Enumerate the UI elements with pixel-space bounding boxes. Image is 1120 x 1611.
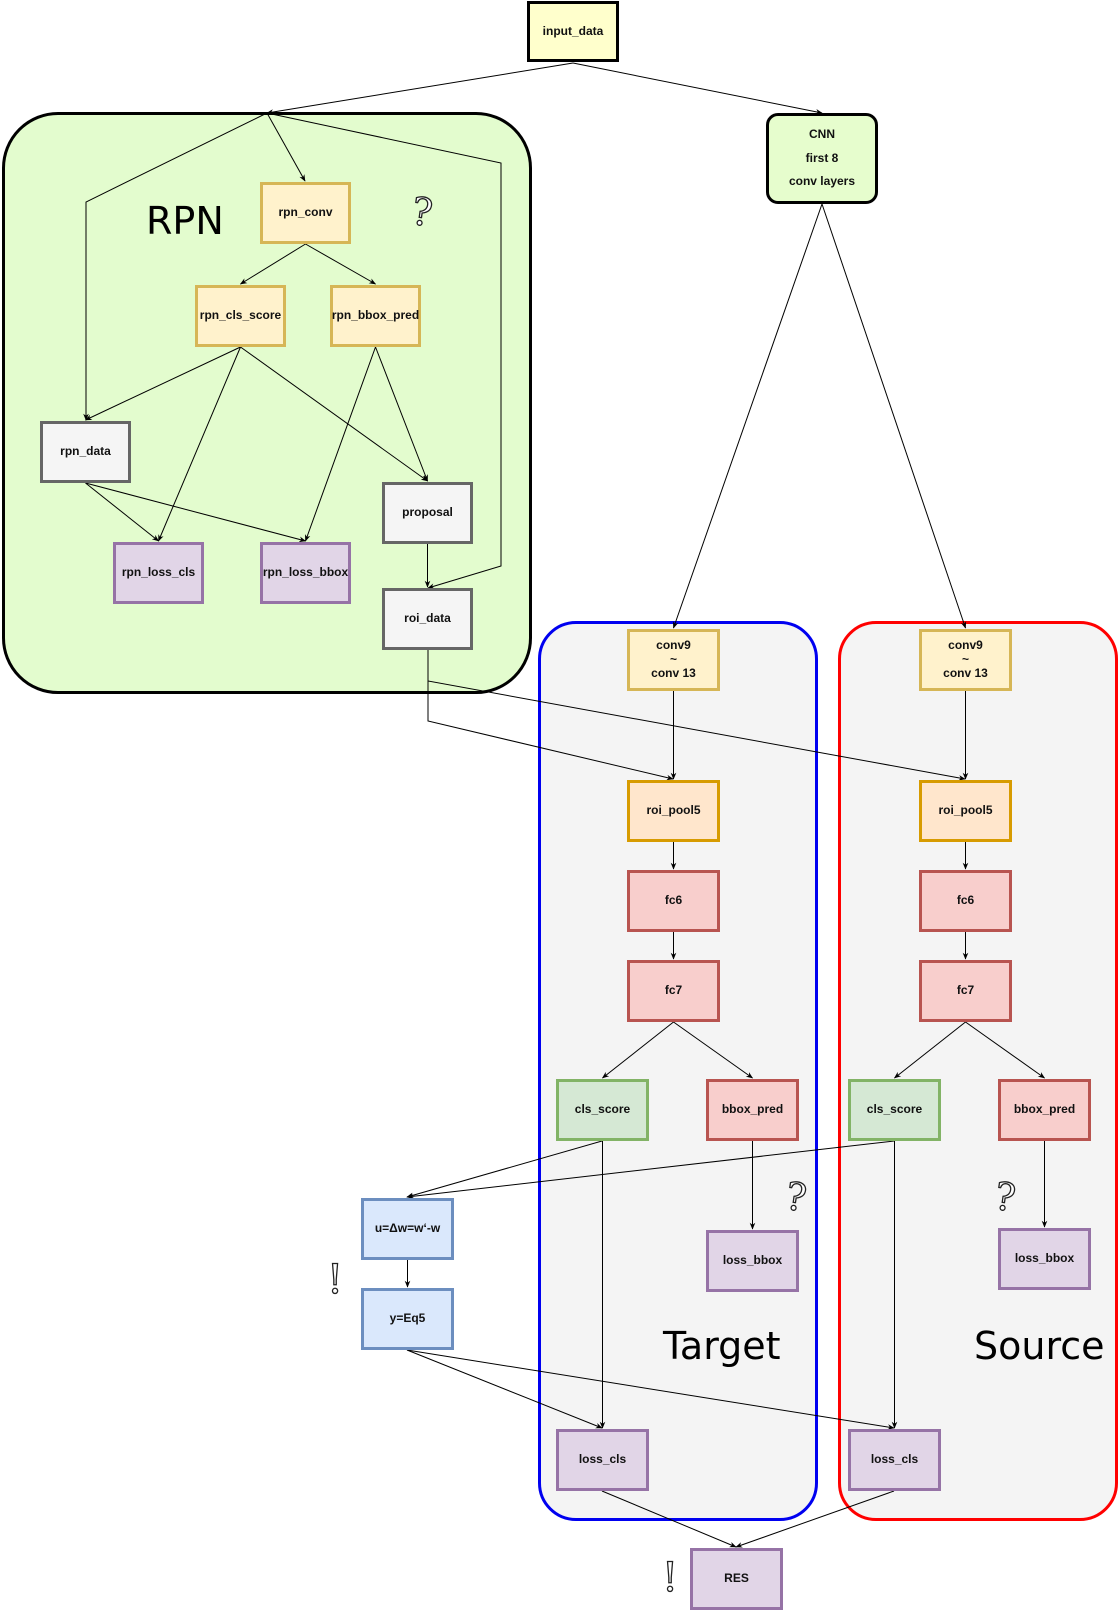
node-label: bbox_pred bbox=[1013, 1102, 1076, 1117]
node-label: CNN bbox=[809, 126, 835, 141]
node-source-loss-bbox[interactable]: loss_bbox bbox=[998, 1228, 1091, 1290]
node-label: cls_score bbox=[866, 1102, 923, 1117]
node-roi-data[interactable]: roi_data bbox=[382, 588, 473, 650]
edge-cnn-to-s-conv bbox=[821, 203, 967, 629]
node-label: conv layers bbox=[788, 174, 856, 189]
node-rpn-loss-cls[interactable]: rpn_loss_cls bbox=[113, 542, 204, 604]
node-label: loss_cls bbox=[578, 1452, 627, 1467]
exclamation-mark-icon: ! bbox=[661, 1555, 679, 1601]
node-label: roi_pool5 bbox=[646, 803, 701, 818]
node-label: ~ bbox=[669, 652, 677, 667]
node-rpn-bbox-pred[interactable]: rpn_bbox_pred bbox=[330, 285, 421, 347]
node-label: conv 13 bbox=[651, 665, 696, 680]
node-label: rpn_conv bbox=[278, 205, 333, 220]
node-source-bbox-pred[interactable]: bbox_pred bbox=[998, 1079, 1091, 1141]
node-label: ~ bbox=[961, 652, 969, 667]
node-target-fc6[interactable]: fc6 bbox=[627, 870, 720, 932]
source-group bbox=[838, 621, 1118, 1521]
rpn-group-label: RPN bbox=[146, 199, 224, 243]
target-group bbox=[538, 621, 818, 1521]
exclamation-mark-icon: ! bbox=[326, 1257, 344, 1303]
node-rpn-conv[interactable]: rpn_conv bbox=[260, 182, 351, 244]
node-res[interactable]: RES bbox=[690, 1548, 783, 1610]
node-rpn-loss-bbox[interactable]: rpn_loss_bbox bbox=[260, 542, 351, 604]
node-label: RES bbox=[724, 1571, 749, 1586]
edge-input-data-to-rpn-group bbox=[266, 62, 574, 115]
target-group-label: Target bbox=[663, 1324, 781, 1368]
node-proposal[interactable]: proposal bbox=[382, 482, 473, 544]
node-label: loss_bbox bbox=[1014, 1251, 1075, 1266]
node-source-fc6[interactable]: fc6 bbox=[919, 870, 1012, 932]
node-label: input_data bbox=[542, 23, 604, 38]
node-label: fc6 bbox=[664, 893, 683, 908]
node-cnn[interactable]: CNN first 8 conv layers bbox=[766, 113, 878, 204]
node-target-bbox-pred[interactable]: bbox_pred bbox=[706, 1079, 799, 1141]
node-target-roi-pool5[interactable]: roi_pool5 bbox=[627, 780, 720, 842]
node-rpn-cls-score[interactable]: rpn_cls_score bbox=[195, 285, 286, 347]
node-label: rpn_cls_score bbox=[199, 308, 282, 323]
node-label: rpn_bbox_pred bbox=[331, 308, 420, 323]
edge-cnn-to-t-conv bbox=[672, 203, 823, 629]
node-label: u=Δw=w‘-w bbox=[374, 1221, 441, 1236]
node-label: y=Eq5 bbox=[389, 1311, 426, 1326]
node-target-cls-score[interactable]: cls_score bbox=[556, 1079, 649, 1141]
node-y-eq5[interactable]: y=Eq5 bbox=[361, 1288, 454, 1350]
node-label: rpn_data bbox=[60, 444, 111, 459]
node-target-conv9-13[interactable]: conv9 ~ conv 13 bbox=[627, 629, 720, 691]
node-target-loss-bbox[interactable]: loss_bbox bbox=[706, 1230, 799, 1292]
node-input-data[interactable]: input_data bbox=[527, 1, 619, 62]
node-u-delta-w[interactable]: u=Δw=w‘-w bbox=[361, 1198, 454, 1260]
node-label: conv9 bbox=[948, 638, 983, 653]
node-label: roi_data bbox=[404, 611, 451, 626]
node-label: fc7 bbox=[956, 983, 975, 998]
edge-input-data-to-cnn bbox=[572, 62, 823, 115]
node-source-roi-pool5[interactable]: roi_pool5 bbox=[919, 780, 1012, 842]
source-group-label: Source bbox=[974, 1324, 1105, 1368]
node-label: fc7 bbox=[664, 983, 683, 998]
node-rpn-data[interactable]: rpn_data bbox=[40, 421, 131, 483]
node-target-fc7[interactable]: fc7 bbox=[627, 960, 720, 1022]
node-label: first 8 bbox=[805, 150, 839, 165]
node-label: cls_score bbox=[574, 1102, 631, 1117]
node-source-cls-score[interactable]: cls_score bbox=[848, 1079, 941, 1141]
node-label: loss_cls bbox=[870, 1452, 919, 1467]
node-label: fc6 bbox=[956, 893, 975, 908]
node-label: proposal bbox=[402, 505, 453, 520]
node-label: loss_bbox bbox=[722, 1253, 783, 1268]
node-source-conv9-13[interactable]: conv9 ~ conv 13 bbox=[919, 629, 1012, 691]
node-source-fc7[interactable]: fc7 bbox=[919, 960, 1012, 1022]
node-label: rpn_loss_cls bbox=[121, 565, 196, 580]
node-label: conv 13 bbox=[943, 665, 988, 680]
node-source-loss-cls[interactable]: loss_cls bbox=[848, 1429, 941, 1491]
node-label: bbox_pred bbox=[721, 1102, 784, 1117]
node-label: roi_pool5 bbox=[938, 803, 993, 818]
node-label: conv9 bbox=[656, 638, 691, 653]
node-target-loss-cls[interactable]: loss_cls bbox=[556, 1429, 649, 1491]
node-label: rpn_loss_bbox bbox=[262, 565, 349, 580]
